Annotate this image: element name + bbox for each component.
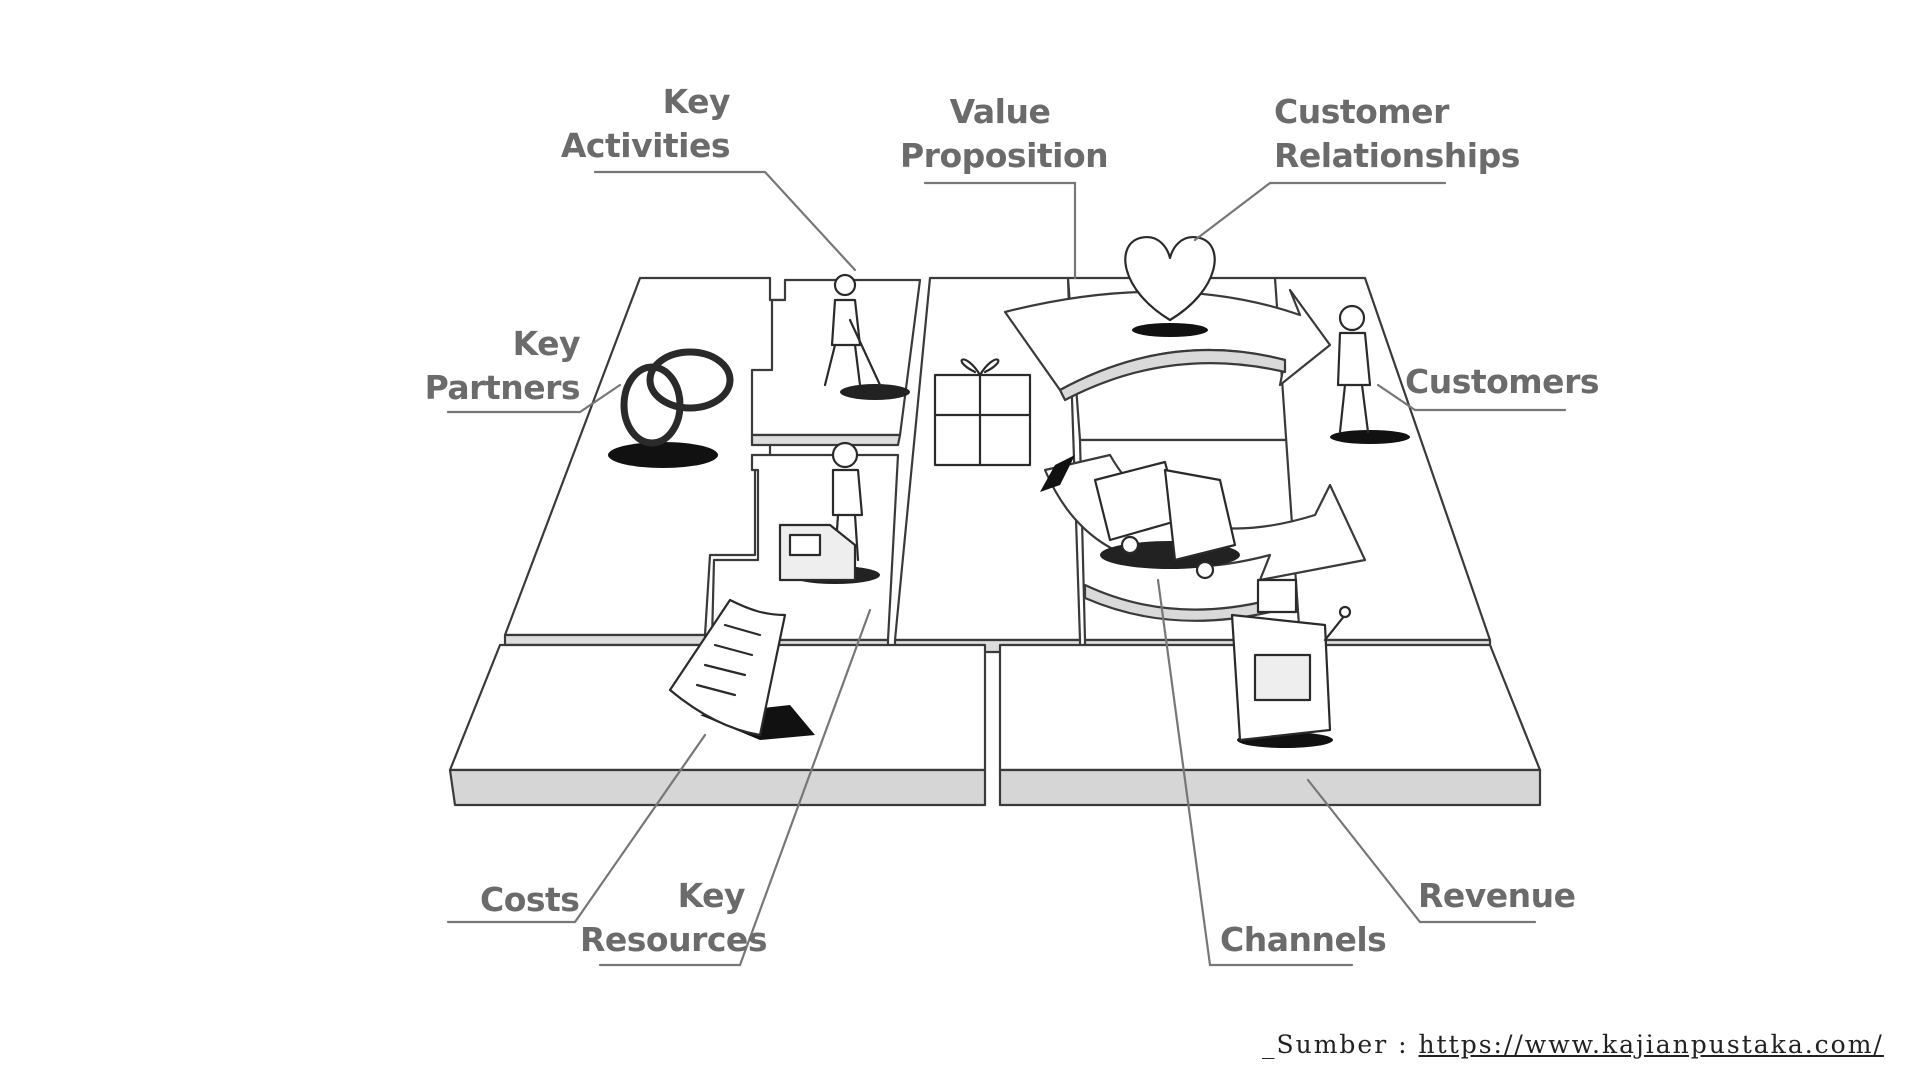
gift-icon [933, 358, 1075, 492]
label-key-partners-line2: Partners [424, 368, 581, 407]
label-key-activities-line2: Activities [560, 126, 731, 165]
label-key-partners: Key Partners [420, 322, 581, 410]
key-activities-leader [593, 170, 857, 272]
label-customer-relationships: Customer Relationships [1274, 90, 1520, 178]
label-key-resources-line2: Resources [580, 920, 767, 959]
label-channels: Channels [1220, 918, 1387, 962]
document-icon [668, 598, 815, 740]
label-value-proposition-line2: Proposition [900, 136, 1109, 175]
truck-icon [1093, 460, 1240, 580]
label-value-proposition: Value Proposition [900, 90, 1109, 178]
key-resources-leader [598, 608, 872, 967]
label-costs-text: Costs [480, 880, 580, 919]
cash-register-icon [1230, 578, 1352, 748]
factory-worker-icon [778, 441, 880, 584]
source-caption: _Sumber : https://www.kajianpustaka.com/ [1262, 1030, 1884, 1059]
cost-structure-block [448, 643, 987, 807]
label-revenue-text: Revenue [1418, 876, 1576, 915]
label-key-resources-line1: Key [677, 876, 746, 915]
source-prefix: _Sumber : [1262, 1030, 1419, 1059]
label-revenue: Revenue [1418, 874, 1576, 918]
costs-leader [446, 733, 707, 924]
channels-leader [1156, 578, 1354, 967]
customers-leader [1376, 383, 1567, 412]
label-customers: Customers [1405, 360, 1605, 404]
value-proposition-leader [923, 181, 1077, 280]
label-customer-relationships-line1: Customer [1274, 92, 1449, 131]
label-key-activities-line1: Key [662, 82, 731, 121]
heart-icon [1124, 236, 1216, 337]
label-key-resources: Key Resources [580, 874, 767, 962]
person-icon [1330, 304, 1410, 444]
label-value-proposition-line1: Value [949, 92, 1051, 131]
label-customer-relationships-line2: Relationships [1274, 136, 1520, 175]
label-key-partners-line1: Key [512, 324, 581, 363]
label-key-activities: Key Activities [560, 80, 731, 168]
source-link[interactable]: https://www.kajianpustaka.com/ [1418, 1030, 1884, 1059]
digging-worker-icon [823, 273, 910, 400]
relationship-arrow [1003, 288, 1332, 402]
revenue-leader [1306, 778, 1537, 924]
rings-icon [608, 348, 734, 468]
label-costs: Costs [480, 878, 600, 922]
customer-relationships-leader [1193, 181, 1447, 242]
label-channels-text: Channels [1220, 920, 1387, 959]
label-customers-text: Customers [1405, 362, 1599, 401]
key-partners-leader [446, 383, 622, 414]
